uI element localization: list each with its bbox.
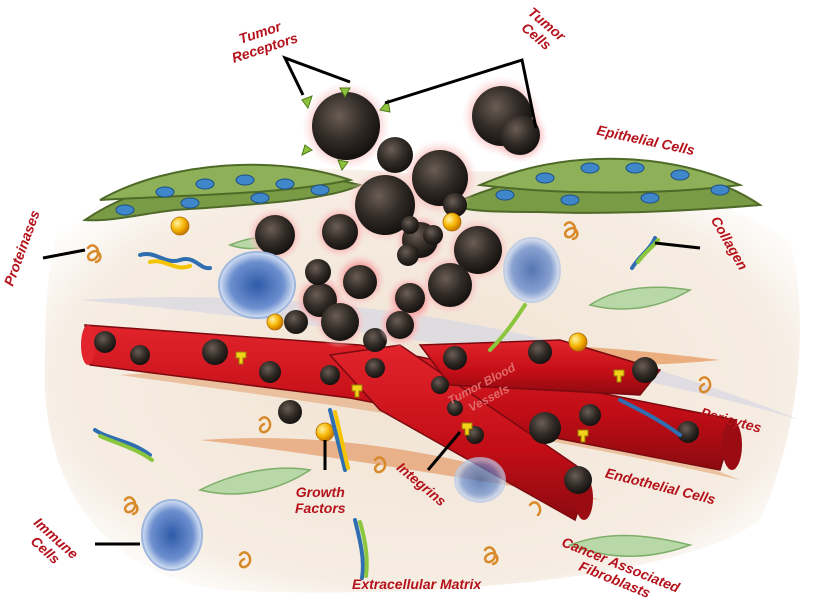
label-extracellular-matrix: Extracellular Matrix: [352, 576, 481, 592]
label-growth-factors: Growth Factors: [295, 484, 346, 516]
